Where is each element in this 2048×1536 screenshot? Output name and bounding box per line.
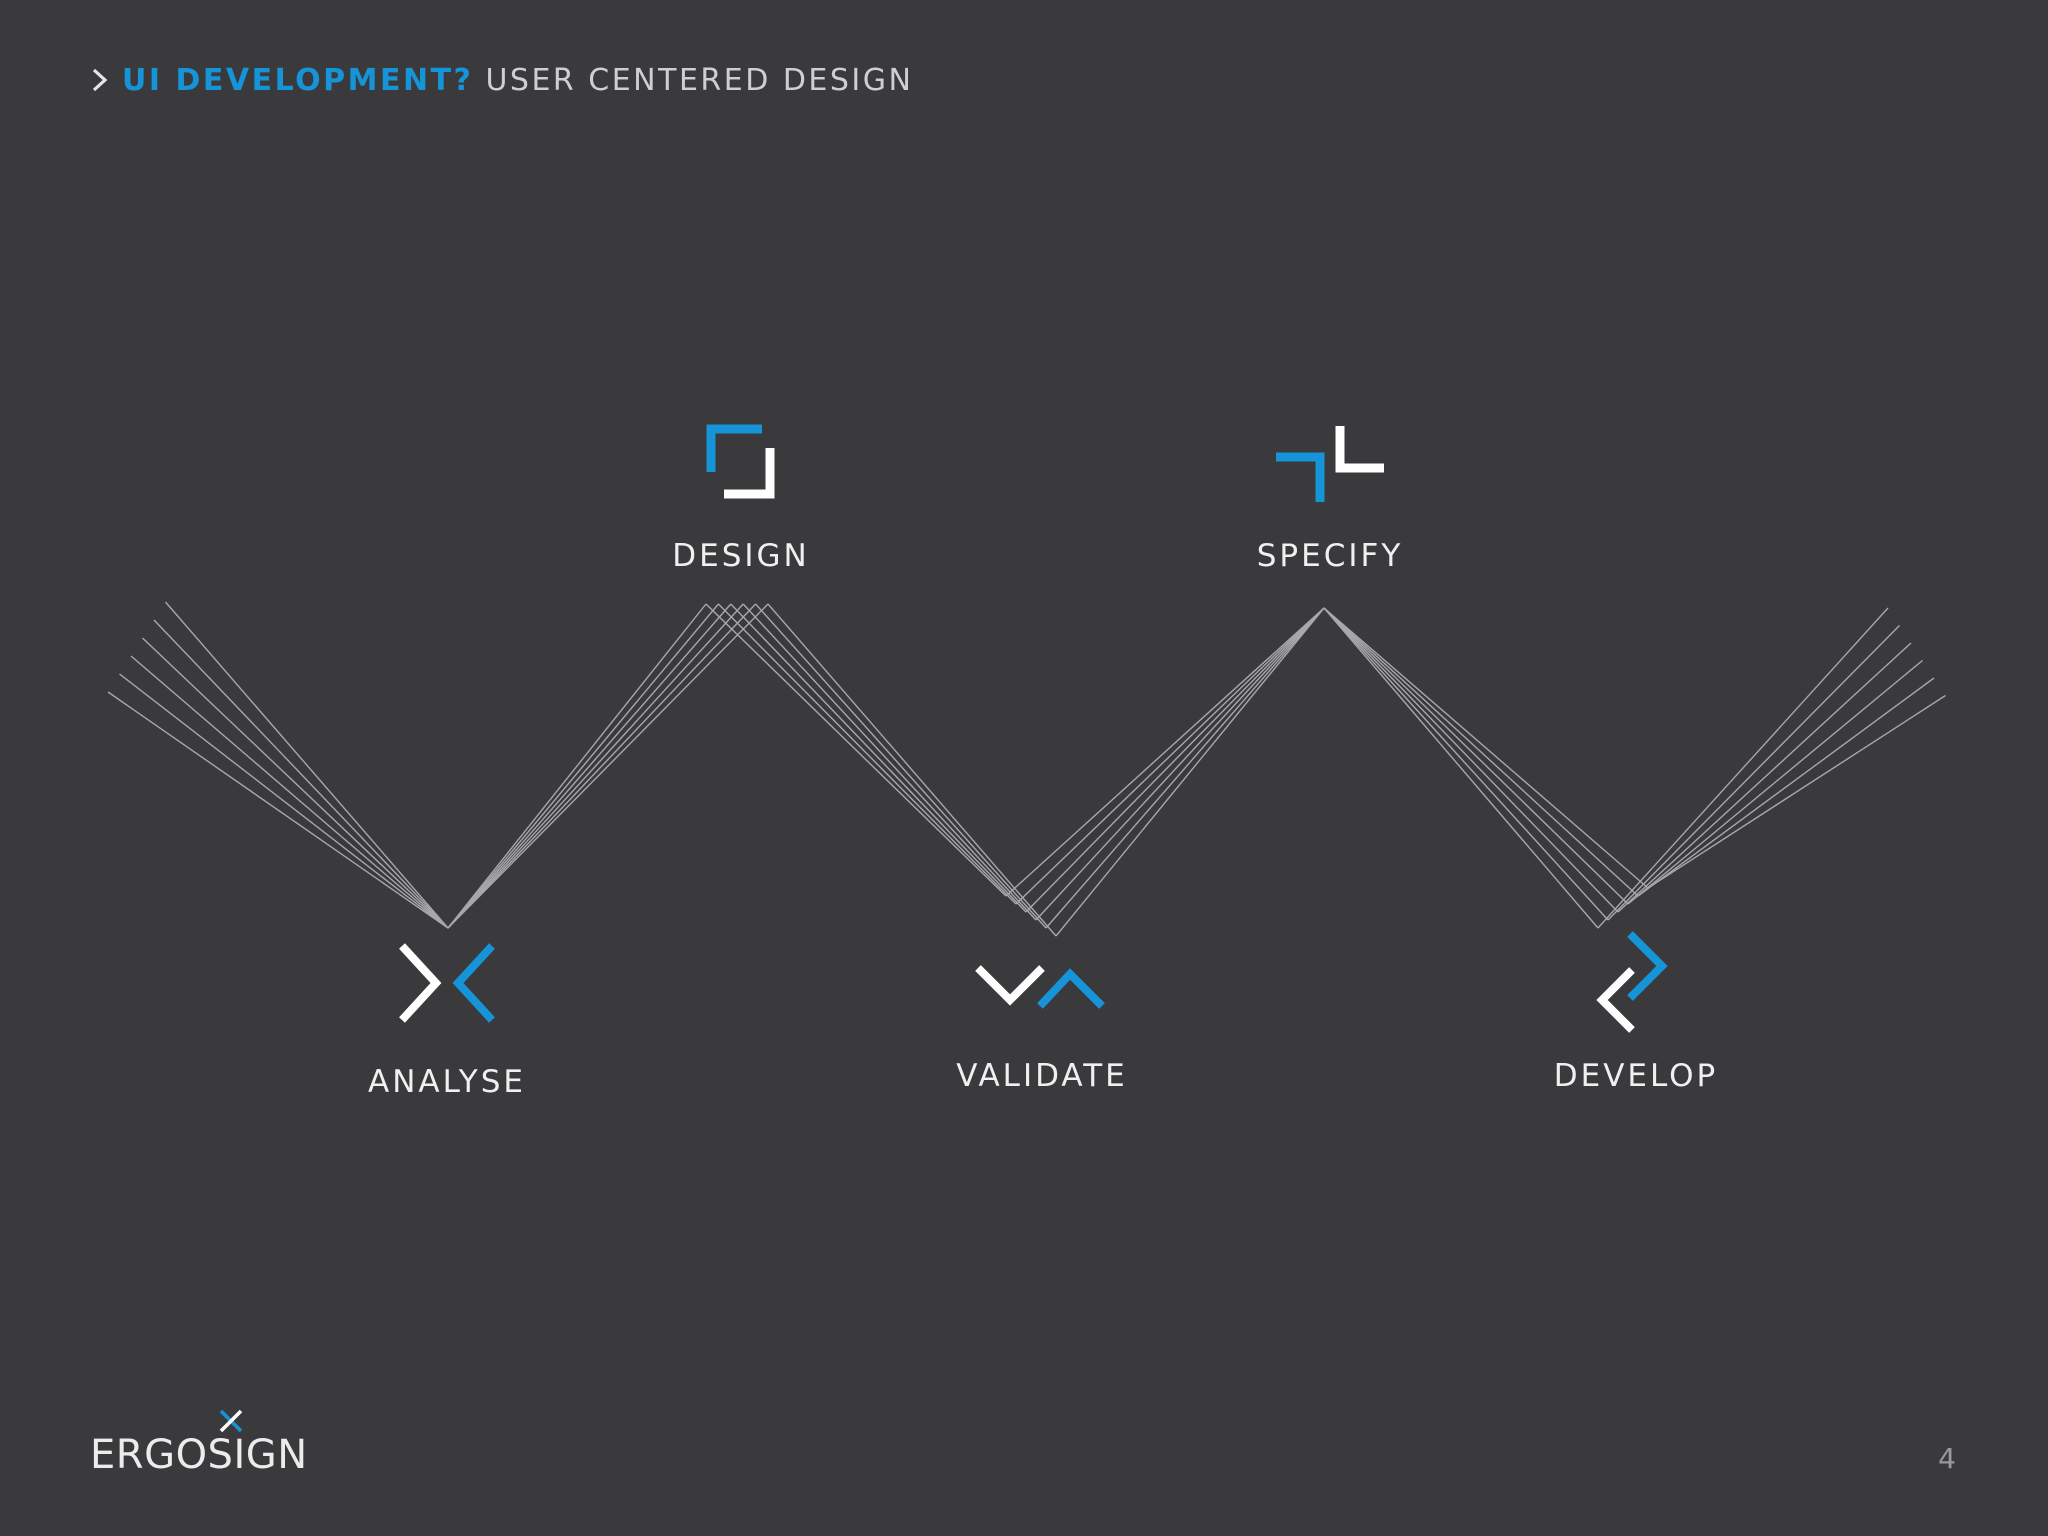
fan-line bbox=[1035, 607, 1325, 921]
slide-header: UI DEVELOPMENT? USER CENTERED DESIGN bbox=[90, 58, 913, 102]
fan-line bbox=[153, 619, 449, 929]
chevron-right-icon bbox=[92, 68, 108, 92]
fan-line bbox=[447, 603, 719, 929]
fan-line bbox=[767, 603, 1057, 937]
offset-corners-icon bbox=[1276, 426, 1384, 502]
step-label-design: DESIGN bbox=[672, 538, 810, 574]
zigzag-lines bbox=[107, 601, 1946, 937]
fan-line bbox=[1005, 607, 1325, 897]
fan-line bbox=[730, 603, 1027, 913]
fan-line bbox=[107, 691, 449, 929]
fan-line bbox=[755, 603, 1047, 929]
step-label-validate: VALIDATE bbox=[956, 1058, 1128, 1094]
page-number: 4 bbox=[1938, 1442, 1956, 1475]
fan-line bbox=[447, 603, 732, 929]
step-label-analyse: ANALYSE bbox=[368, 1064, 526, 1100]
fan-line bbox=[164, 601, 449, 929]
logo-x-icon bbox=[219, 1409, 243, 1433]
fan-line bbox=[1323, 607, 1629, 905]
fan-line bbox=[1045, 607, 1325, 929]
fan-line bbox=[1627, 659, 1923, 905]
fan-line bbox=[1323, 607, 1649, 889]
fan-line bbox=[1015, 607, 1325, 905]
logo-text: ERGOSIGN bbox=[90, 1432, 308, 1478]
check-caret-icon bbox=[975, 965, 1105, 1009]
fan-line bbox=[447, 603, 744, 929]
fan-line bbox=[119, 673, 449, 929]
corner-brackets-icon bbox=[706, 424, 775, 499]
step-label-develop: DEVELOP bbox=[1553, 1058, 1719, 1094]
fan-line bbox=[1597, 607, 1889, 929]
fan-line bbox=[717, 603, 1017, 905]
fan-line bbox=[447, 603, 757, 929]
fan-line bbox=[130, 655, 449, 929]
fan-line bbox=[742, 603, 1037, 921]
fan-line bbox=[1647, 694, 1946, 889]
fan-line bbox=[1607, 625, 1900, 921]
fan-line bbox=[1025, 607, 1325, 913]
fan-line bbox=[142, 637, 449, 929]
fan-line bbox=[447, 603, 707, 929]
header-accent: UI DEVELOPMENT? bbox=[122, 62, 474, 98]
fan-line bbox=[1323, 607, 1619, 913]
fan-line bbox=[1055, 607, 1325, 937]
fan-line bbox=[447, 603, 769, 929]
fan-line bbox=[1617, 642, 1912, 913]
code-chevrons-icon bbox=[1596, 931, 1668, 1033]
fan-line bbox=[1323, 607, 1599, 929]
step-label-specify: SPECIFY bbox=[1256, 538, 1404, 574]
fan-line bbox=[1323, 607, 1639, 897]
fan-line bbox=[1637, 677, 1935, 897]
header-title: USER CENTERED DESIGN bbox=[485, 62, 914, 98]
converging-chevrons-icon bbox=[399, 943, 495, 1023]
fan-line bbox=[1323, 607, 1609, 921]
fan-line bbox=[705, 603, 1007, 897]
ergosign-logo: ERGOSIGN bbox=[90, 1402, 330, 1482]
